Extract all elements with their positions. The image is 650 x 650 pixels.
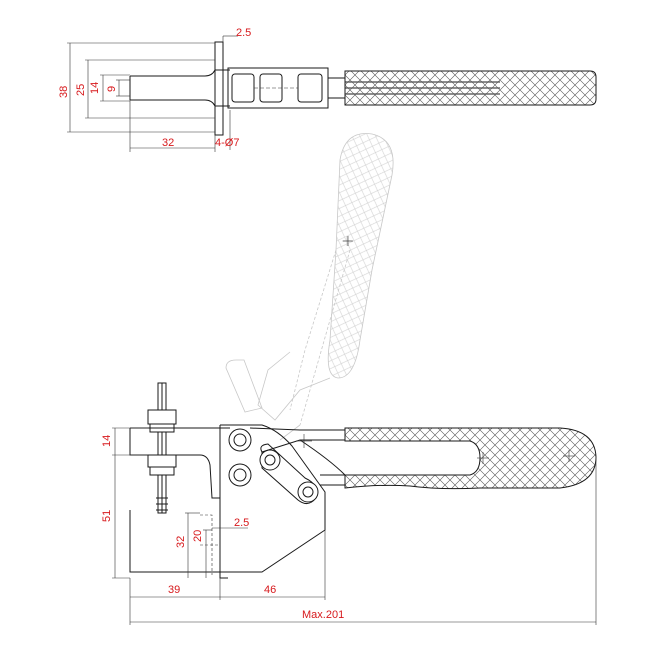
pivot-lower bbox=[228, 463, 252, 487]
top-view: 2.5 38 25 14 9 32 4-Ø7 bbox=[58, 27, 597, 152]
handle-arm-side bbox=[249, 427, 346, 486]
dim-top-length-32: 32 bbox=[162, 137, 174, 149]
handle-grip-top bbox=[344, 70, 597, 106]
fork-arms bbox=[129, 69, 230, 107]
dim-top-slot-9: 9 bbox=[106, 86, 118, 92]
pivot-upper bbox=[228, 428, 252, 452]
spindle-nut-mid bbox=[147, 454, 177, 468]
clamp-body bbox=[129, 424, 326, 579]
linkage-block-3 bbox=[297, 73, 323, 103]
dim-side-height-51: 51 bbox=[101, 510, 113, 522]
dim-top-holes: 4-Ø7 bbox=[215, 137, 239, 149]
dim-side-slot-20: 20 bbox=[192, 530, 204, 542]
handle-grip-side bbox=[344, 427, 597, 490]
ghost-handle-grip bbox=[327, 133, 394, 379]
dim-top-height-25: 25 bbox=[75, 84, 87, 96]
link-pivot-1 bbox=[259, 449, 281, 471]
link-pivot-2 bbox=[297, 481, 319, 503]
dim-top-height-14: 14 bbox=[89, 82, 101, 94]
linkage-block-1 bbox=[231, 73, 255, 103]
clamp-arm bbox=[129, 427, 230, 499]
dim-side-slot-32: 32 bbox=[175, 536, 187, 548]
dim-side-body-46: 46 bbox=[264, 584, 276, 596]
dim-side-max-length: Max.201 bbox=[302, 609, 344, 621]
side-view: 14 51 32 20 2.5 39 46 Max.201 bbox=[101, 382, 597, 625]
dim-top-plate-thickness: 2.5 bbox=[236, 27, 251, 39]
dim-top-height-38: 38 bbox=[58, 86, 70, 98]
spindle-nut-top bbox=[147, 409, 177, 425]
dim-side-base-39: 39 bbox=[168, 584, 180, 596]
dim-side-top-14: 14 bbox=[101, 435, 113, 447]
spindle-nut-mid-2 bbox=[149, 466, 175, 476]
linkage-body-top bbox=[227, 67, 329, 109]
open-position-ghost bbox=[225, 133, 394, 441]
mounting-plate-top bbox=[214, 41, 224, 136]
dim-side-plate-thickness: 2.5 bbox=[234, 517, 249, 529]
